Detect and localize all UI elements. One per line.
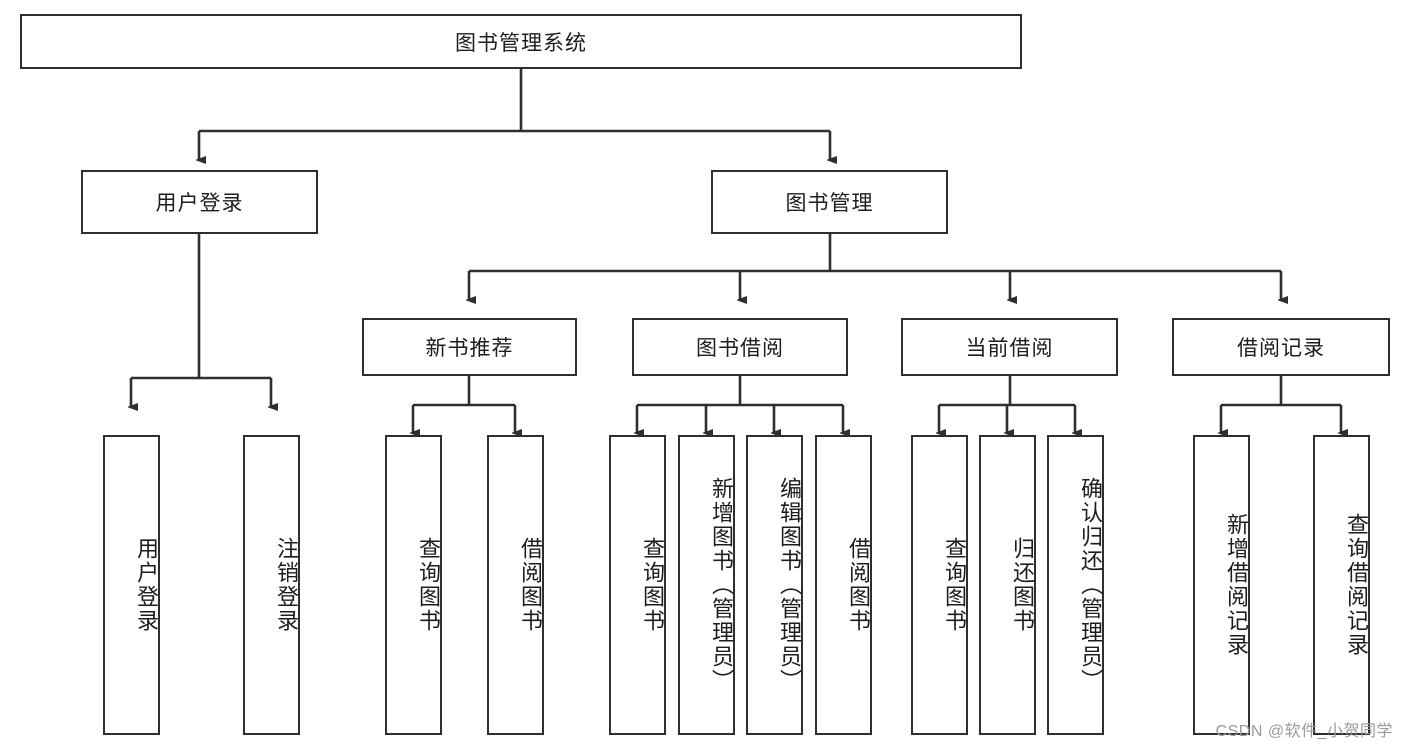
node-leaf-add-book-admin-label: 新增图书（管理员）	[709, 477, 734, 693]
node-root[interactable]: 图书管理系统	[20, 14, 1022, 69]
node-new-book-recommend[interactable]: 新书推荐	[362, 318, 577, 376]
node-leaf-query-book-recommend-label: 查询图书	[416, 537, 441, 633]
node-leaf-logout-label: 注销登录	[274, 537, 299, 633]
node-leaf-borrow-book-label: 借阅图书	[846, 537, 871, 633]
node-leaf-borrow-book-recommend[interactable]: 借阅图书	[487, 435, 544, 735]
node-user-login[interactable]: 用户登录	[81, 170, 318, 234]
node-borrow-record[interactable]: 借阅记录	[1172, 318, 1390, 376]
watermark: CSDN @软件_小贺同学	[1215, 723, 1393, 740]
node-leaf-return-book[interactable]: 归还图书	[979, 435, 1036, 735]
node-leaf-user-login[interactable]: 用户登录	[103, 435, 160, 735]
node-leaf-query-borrow-record-label: 查询借阅记录	[1344, 513, 1369, 657]
node-leaf-logout[interactable]: 注销登录	[243, 435, 300, 735]
node-leaf-borrow-book-recommend-label: 借阅图书	[518, 537, 543, 633]
node-current-borrow-label: 当前借阅	[965, 337, 1054, 360]
node-leaf-confirm-return-admin-label: 确认归还（管理员）	[1078, 477, 1103, 693]
node-leaf-add-borrow-record[interactable]: 新增借阅记录	[1193, 435, 1250, 735]
node-book-borrow[interactable]: 图书借阅	[632, 318, 848, 376]
node-book-borrow-label: 图书借阅	[696, 337, 784, 360]
node-leaf-query-book-label: 查询图书	[640, 537, 665, 633]
node-leaf-confirm-return-admin[interactable]: 确认归还（管理员）	[1047, 435, 1104, 735]
node-user-login-label: 用户登录	[155, 192, 244, 215]
node-root-label: 图书管理系统	[455, 31, 587, 55]
node-leaf-query-book-current-label: 查询图书	[942, 537, 967, 633]
node-new-book-recommend-label: 新书推荐	[425, 337, 514, 360]
node-leaf-borrow-book[interactable]: 借阅图书	[815, 435, 872, 735]
node-leaf-user-login-label: 用户登录	[134, 537, 159, 633]
node-current-borrow[interactable]: 当前借阅	[901, 318, 1118, 376]
node-borrow-record-label: 借阅记录	[1237, 337, 1325, 360]
node-leaf-return-book-label: 归还图书	[1010, 537, 1035, 633]
node-leaf-edit-book-admin[interactable]: 编辑图书（管理员）	[746, 435, 803, 735]
node-leaf-add-book-admin[interactable]: 新增图书（管理员）	[678, 435, 735, 735]
node-leaf-edit-book-admin-label: 编辑图书（管理员）	[777, 477, 802, 693]
node-leaf-add-borrow-record-label: 新增借阅记录	[1224, 513, 1249, 657]
node-leaf-query-borrow-record[interactable]: 查询借阅记录	[1313, 435, 1370, 735]
node-book-management-label: 图书管理	[785, 192, 874, 215]
node-leaf-query-book[interactable]: 查询图书	[609, 435, 666, 735]
node-book-management[interactable]: 图书管理	[711, 170, 948, 234]
node-leaf-query-book-current[interactable]: 查询图书	[911, 435, 968, 735]
node-leaf-query-book-recommend[interactable]: 查询图书	[385, 435, 442, 735]
